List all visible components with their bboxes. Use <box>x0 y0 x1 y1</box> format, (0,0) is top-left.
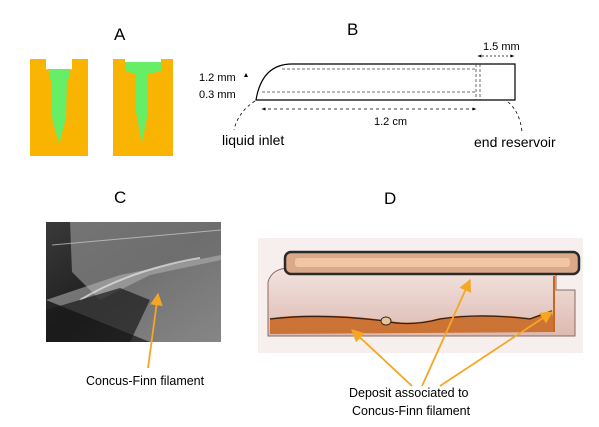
label-channel-height: 1.2 mm <box>199 72 236 84</box>
photo-filament <box>79 257 201 301</box>
label-liquid-inlet: liquid inlet <box>222 132 285 148</box>
photo-d-bubble <box>380 316 392 326</box>
label-channel-gap: 0.3 mm <box>199 89 236 101</box>
leader-liquid-inlet <box>233 100 256 131</box>
leader-end-reservoir <box>507 101 523 133</box>
panel-letter-a: A <box>114 25 126 44</box>
label-end-reservoir: end reservoir <box>474 134 556 150</box>
annotation-concus-finn-c: Concus-Finn filament <box>86 374 205 388</box>
panel-letter-d: D <box>384 189 397 208</box>
label-reservoir-width: 1.5 mm <box>483 41 520 53</box>
panel-d-photo <box>258 238 583 353</box>
panel-letter-b: B <box>347 20 359 39</box>
arrow-deposit-right <box>439 311 554 387</box>
panel-b-channel-schematic <box>233 54 523 133</box>
cross-section-right <box>113 58 173 156</box>
arrow-deposit-middle <box>421 278 472 387</box>
annotation-deposit-line2: Concus-Finn filament <box>352 404 471 418</box>
arrow-concus-finn-c <box>147 292 163 369</box>
panel-a-cross-sections <box>30 58 173 156</box>
arrow-deposit-left <box>351 329 413 387</box>
cross-section-left <box>30 58 88 156</box>
photo-edge-line <box>51 229 222 246</box>
photo-dark-region <box>46 288 150 342</box>
photo-d-upper-channel-inner <box>295 258 570 267</box>
photo-d-deposit-edge <box>269 310 553 325</box>
panel-c-photo <box>46 222 222 342</box>
annotation-deposit-line1: Deposit associated to <box>349 386 469 400</box>
channel-outline <box>255 63 516 101</box>
dim-marker-height <box>244 73 248 77</box>
panel-letter-c: C <box>114 188 127 207</box>
label-channel-length: 1.2 cm <box>374 116 408 128</box>
